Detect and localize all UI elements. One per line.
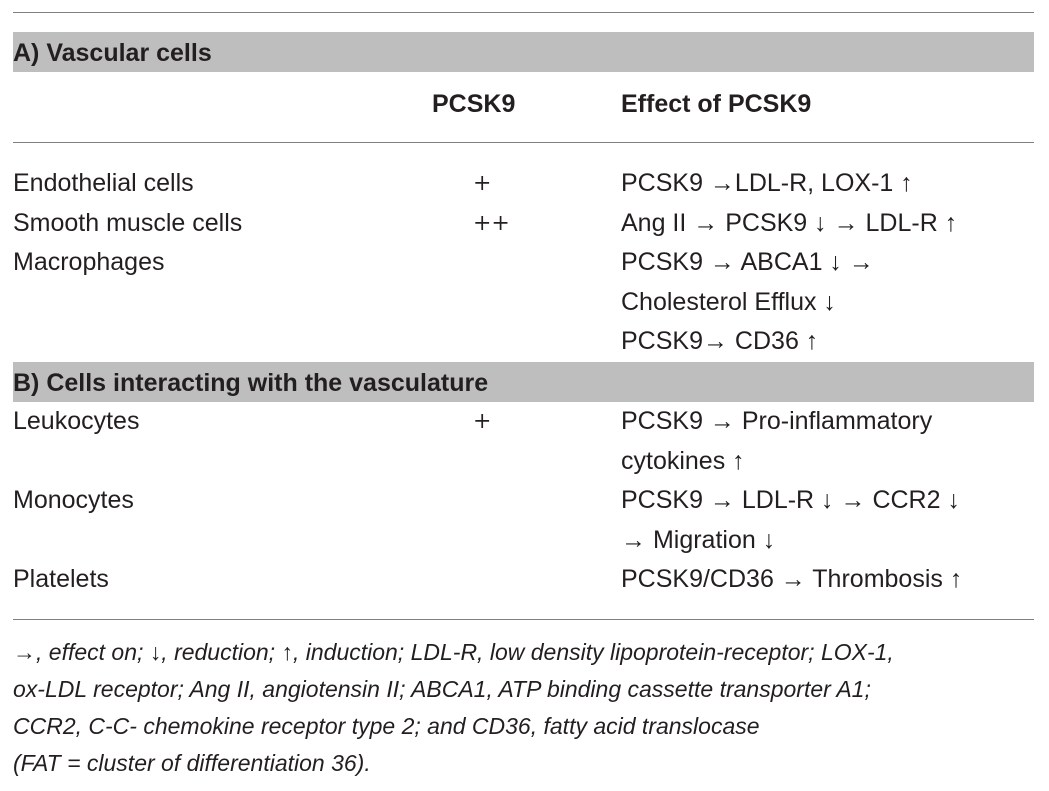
effect-line: Ang II → PCSK9 ↓ → LDL-R ↑: [621, 208, 958, 237]
footnote-line: →, effect on; ↓, reduction; ↑, induction…: [13, 639, 894, 665]
footnote-line: CCR2, C-C- chemokine receptor type 2; an…: [13, 713, 760, 739]
cell-type: Leukocytes: [13, 407, 140, 435]
pcsk9-effect: PCSK9 → LDL-R ↓ → CCR2 ↓ → Migration ↓: [621, 481, 1031, 560]
section-title-b: B) Cells interacting with the vasculatur…: [13, 369, 489, 397]
pcsk9-effect: PCSK9/CD36 → Thrombosis ↑: [621, 560, 1031, 600]
pcsk9-level: ++: [473, 210, 510, 236]
cell-type: Macrophages: [13, 248, 165, 276]
footnote-line: ox-LDL receptor; Ang II, angiotensin II;…: [13, 676, 871, 702]
pcsk9-effect: PCSK9 → Pro-inflammatory cytokines ↑: [621, 402, 1031, 481]
effect-line: PCSK9→ CD36 ↑: [621, 327, 819, 355]
pcsk9-effect: Ang II → PCSK9 ↓ → LDL-R ↑: [621, 204, 1031, 244]
bottom-rule: [13, 619, 1034, 620]
effect-line: PCSK9 → Pro-inflammatory: [621, 407, 933, 435]
pcsk9-effect: PCSK9 → ABCA1 ↓ → Cholesterol Efflux ↓ P…: [621, 243, 1031, 362]
section-header-b: B) Cells interacting with the vasculatur…: [13, 362, 1034, 402]
pcsk9-level: +: [473, 171, 492, 196]
column-header-pcsk9: PCSK9: [432, 90, 516, 118]
effect-line: PCSK9 →LDL-R, LOX-1 ↑: [621, 169, 913, 197]
pcsk9-level: +: [473, 409, 492, 434]
footnote-line: (FAT = cluster of differentiation 36).: [13, 750, 371, 776]
effect-line: Cholesterol Efflux ↓: [621, 287, 836, 316]
pcsk9-effect: PCSK9 →LDL-R, LOX-1 ↑: [621, 164, 1031, 204]
effect-line: PCSK9 → ABCA1 ↓ →: [621, 248, 874, 276]
effect-line: → Migration ↓: [621, 525, 776, 554]
header-rule: [13, 142, 1034, 143]
effect-line: cytokines ↑: [621, 446, 745, 475]
effect-line: PCSK9/CD36 → Thrombosis ↑: [621, 565, 963, 593]
section-title-a: A) Vascular cells: [13, 39, 212, 67]
cell-type: Smooth muscle cells: [13, 208, 243, 237]
column-header-effect: Effect of PCSK9: [621, 90, 812, 118]
table-footnote: →, effect on; ↓, reduction; ↑, induction…: [13, 634, 1038, 782]
effect-line: PCSK9 → LDL-R ↓ → CCR2 ↓: [621, 486, 960, 514]
section-header-a: A) Vascular cells: [13, 32, 1034, 72]
cell-type: Platelets: [13, 565, 109, 593]
top-rule: [13, 12, 1034, 13]
cell-type: Monocytes: [13, 486, 134, 514]
cell-type: Endothelial cells: [13, 169, 194, 197]
